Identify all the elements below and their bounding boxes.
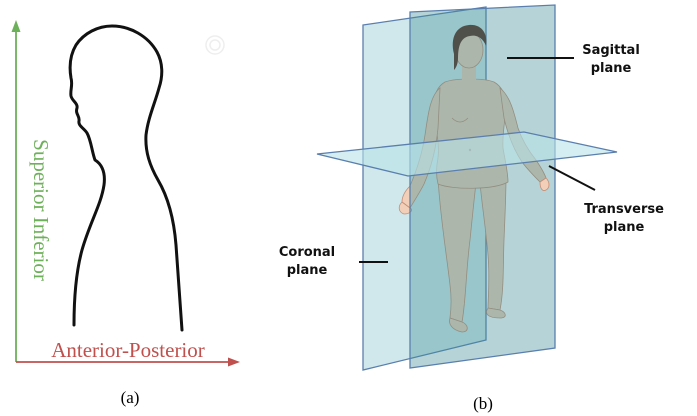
sagittal-label-line2: plane xyxy=(591,61,632,76)
panel-b-caption: (b) xyxy=(473,394,493,413)
profile-silhouette xyxy=(70,26,182,330)
transverse-plane xyxy=(317,132,617,176)
coronal-label-line1: Coronal xyxy=(279,245,335,260)
posterior-arrowhead xyxy=(228,358,240,367)
sagittal-plane xyxy=(410,5,555,368)
transverse-label-line2: plane xyxy=(604,220,645,235)
transverse-leader xyxy=(549,166,595,190)
transverse-label-line1: Transverse xyxy=(584,202,664,217)
sagittal-label-line1: Sagittal xyxy=(582,43,640,58)
coronal-label-line2: plane xyxy=(287,263,328,278)
panel-a-caption: (a) xyxy=(121,388,140,407)
watermark xyxy=(206,36,224,54)
horizontal-axis-label: Anterior-Posterior xyxy=(51,338,205,362)
superior-arrowhead xyxy=(12,20,21,32)
panel-b: Sagittal plane Transverse plane Coronal … xyxy=(279,5,664,413)
panel-a: Superior Inferior Anterior-Posterior (a) xyxy=(12,20,241,407)
vertical-axis-label: Superior Inferior xyxy=(29,139,53,281)
